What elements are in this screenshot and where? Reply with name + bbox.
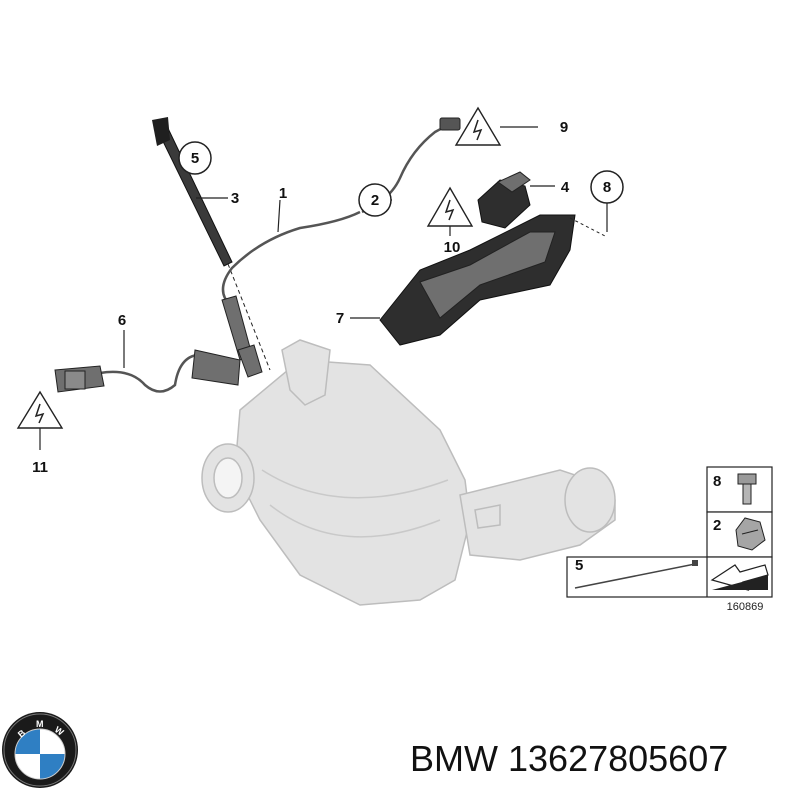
- callout-9: 9: [560, 119, 568, 136]
- svg-text:M: M: [36, 719, 44, 729]
- arrow-icon: [710, 564, 769, 591]
- part-1-sensor: [221, 210, 361, 378]
- part-number: 13627805607: [508, 738, 729, 779]
- callout-6: 6: [118, 312, 126, 329]
- callout-11: 11: [32, 459, 48, 476]
- part-3-rod: [152, 117, 271, 371]
- part-caption: BMW 13627805607: [410, 738, 790, 780]
- part-6-lambda-sensor: [54, 349, 241, 393]
- warning-icon: [16, 390, 64, 429]
- callout-3: 3: [231, 190, 239, 207]
- clip-icon: [735, 517, 766, 551]
- svg-text:B: B: [16, 727, 28, 739]
- callout-4: 4: [561, 179, 570, 196]
- particulate-filter: [201, 339, 616, 606]
- callout-5: 5: [178, 141, 212, 175]
- cable-tie-icon: [574, 560, 698, 589]
- callout-1: 1: [279, 185, 287, 202]
- warning-icon: [426, 186, 474, 227]
- callout-7: 7: [336, 310, 344, 327]
- part-7-bracket: [379, 214, 576, 346]
- diagram-number: 160869: [727, 601, 764, 613]
- legend-box: 8 2 5 160869: [566, 466, 773, 613]
- bolt-icon: [737, 473, 757, 505]
- bmw-logo: B M W: [2, 712, 78, 788]
- svg-text:5: 5: [191, 150, 199, 167]
- callout-2: 2: [358, 183, 392, 217]
- warning-icon: [454, 106, 502, 146]
- legend-item-5: 5: [575, 557, 583, 574]
- svg-text:8: 8: [603, 179, 611, 196]
- callout-10: 10: [444, 239, 461, 256]
- legend-item-2: 2: [713, 517, 721, 534]
- svg-text:2: 2: [371, 192, 379, 209]
- brand-name: BMW: [410, 738, 498, 779]
- callout-8: 8: [590, 170, 624, 204]
- part-4-module: [477, 171, 531, 229]
- legend-item-8: 8: [713, 473, 721, 490]
